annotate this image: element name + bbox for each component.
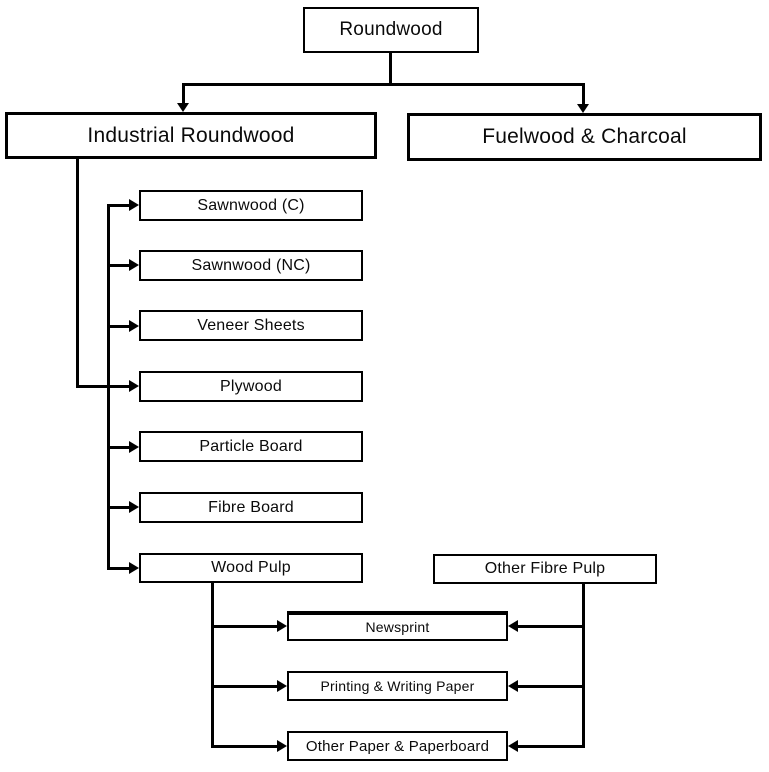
connector-top-bar: [182, 83, 585, 86]
node-fibre-board-label: Fibre Board: [208, 498, 294, 516]
connector-industrial-join: [76, 385, 110, 388]
connector-branch-fibre-board: [107, 506, 132, 509]
node-sawnwood-c-label: Sawnwood (C): [197, 196, 305, 214]
arrowhead-ofp-into-printing: [508, 680, 518, 692]
connector-ofp-branch-printing: [517, 685, 585, 688]
node-roundwood-label: Roundwood: [339, 19, 443, 40]
node-industrial-roundwood-label: Industrial Roundwood: [87, 123, 295, 147]
arrowhead-pulp-into-printing: [277, 680, 287, 692]
arrowhead-into-veneer-sheets: [129, 320, 139, 332]
node-newsprint: Newsprint: [287, 611, 508, 641]
node-other-paper-paperboard-label: Other Paper & Paperboard: [305, 737, 490, 755]
node-other-fibre-pulp: Other Fibre Pulp: [433, 554, 657, 584]
connector-branch-veneer-sheets: [107, 325, 132, 328]
node-fuelwood-charcoal: Fuelwood & Charcoal: [407, 113, 762, 161]
connector-branch-particle-board: [107, 446, 132, 449]
connector-branch-sawnwood-nc: [107, 264, 132, 267]
connector-other-fibre-pulp-drop: [582, 583, 585, 748]
node-sawnwood-c: Sawnwood (C): [139, 190, 363, 221]
connector-branch-plywood: [107, 385, 132, 388]
connector-wood-pulp-drop: [211, 581, 214, 748]
connector-roundwood-stem: [389, 53, 392, 86]
node-other-paper-paperboard: Other Paper & Paperboard: [287, 731, 508, 761]
node-veneer-sheets-label: Veneer Sheets: [197, 316, 305, 334]
arrowhead-ofp-into-newsprint: [508, 620, 518, 632]
connector-ofp-branch-newsprint: [517, 625, 585, 628]
node-fibre-board: Fibre Board: [139, 492, 363, 523]
connector-industrial-drop: [76, 158, 79, 388]
arrowhead-pulp-into-newsprint: [277, 620, 287, 632]
node-industrial-roundwood: Industrial Roundwood: [5, 112, 377, 159]
arrowhead-into-fibre-board: [129, 501, 139, 513]
node-printing-writing-paper-label: Printing & Writing Paper: [320, 678, 475, 694]
node-roundwood: Roundwood: [303, 7, 479, 53]
node-particle-board-label: Particle Board: [199, 437, 303, 455]
node-plywood: Plywood: [139, 371, 363, 402]
node-wood-pulp-label: Wood Pulp: [211, 559, 291, 576]
connector-stub-fuelwood: [582, 83, 585, 105]
node-particle-board: Particle Board: [139, 431, 363, 462]
connector-ofp-branch-other-paper: [517, 745, 585, 748]
connector-pulp-branch-newsprint: [211, 625, 279, 628]
node-veneer-sheets: Veneer Sheets: [139, 310, 363, 341]
arrowhead-into-plywood: [129, 380, 139, 392]
node-printing-writing-paper: Printing & Writing Paper: [287, 671, 508, 701]
arrowhead-into-sawnwood-c: [129, 199, 139, 211]
connector-branch-sawnwood-c: [107, 204, 132, 207]
arrowhead-into-industrial-roundwood: [177, 103, 189, 112]
connector-stub-industrial: [182, 83, 185, 104]
connector-branch-wood-pulp: [107, 567, 132, 570]
arrowhead-into-particle-board: [129, 441, 139, 453]
connector-pulp-branch-other-paper: [211, 745, 279, 748]
node-sawnwood-nc-label: Sawnwood (NC): [191, 256, 311, 274]
connector-pulp-branch-printing: [211, 685, 279, 688]
node-fuelwood-charcoal-label: Fuelwood & Charcoal: [482, 125, 687, 148]
arrowhead-ofp-into-other-paper: [508, 740, 518, 752]
node-newsprint-label: Newsprint: [365, 619, 430, 635]
arrowhead-pulp-into-other-paper: [277, 740, 287, 752]
node-wood-pulp: Wood Pulp: [139, 553, 363, 583]
arrowhead-into-fuelwood-charcoal: [577, 104, 589, 113]
node-plywood-label: Plywood: [220, 377, 282, 395]
node-sawnwood-nc: Sawnwood (NC): [139, 250, 363, 281]
arrowhead-into-wood-pulp: [129, 562, 139, 574]
node-other-fibre-pulp-label: Other Fibre Pulp: [484, 560, 606, 577]
arrowhead-into-sawnwood-nc: [129, 259, 139, 271]
